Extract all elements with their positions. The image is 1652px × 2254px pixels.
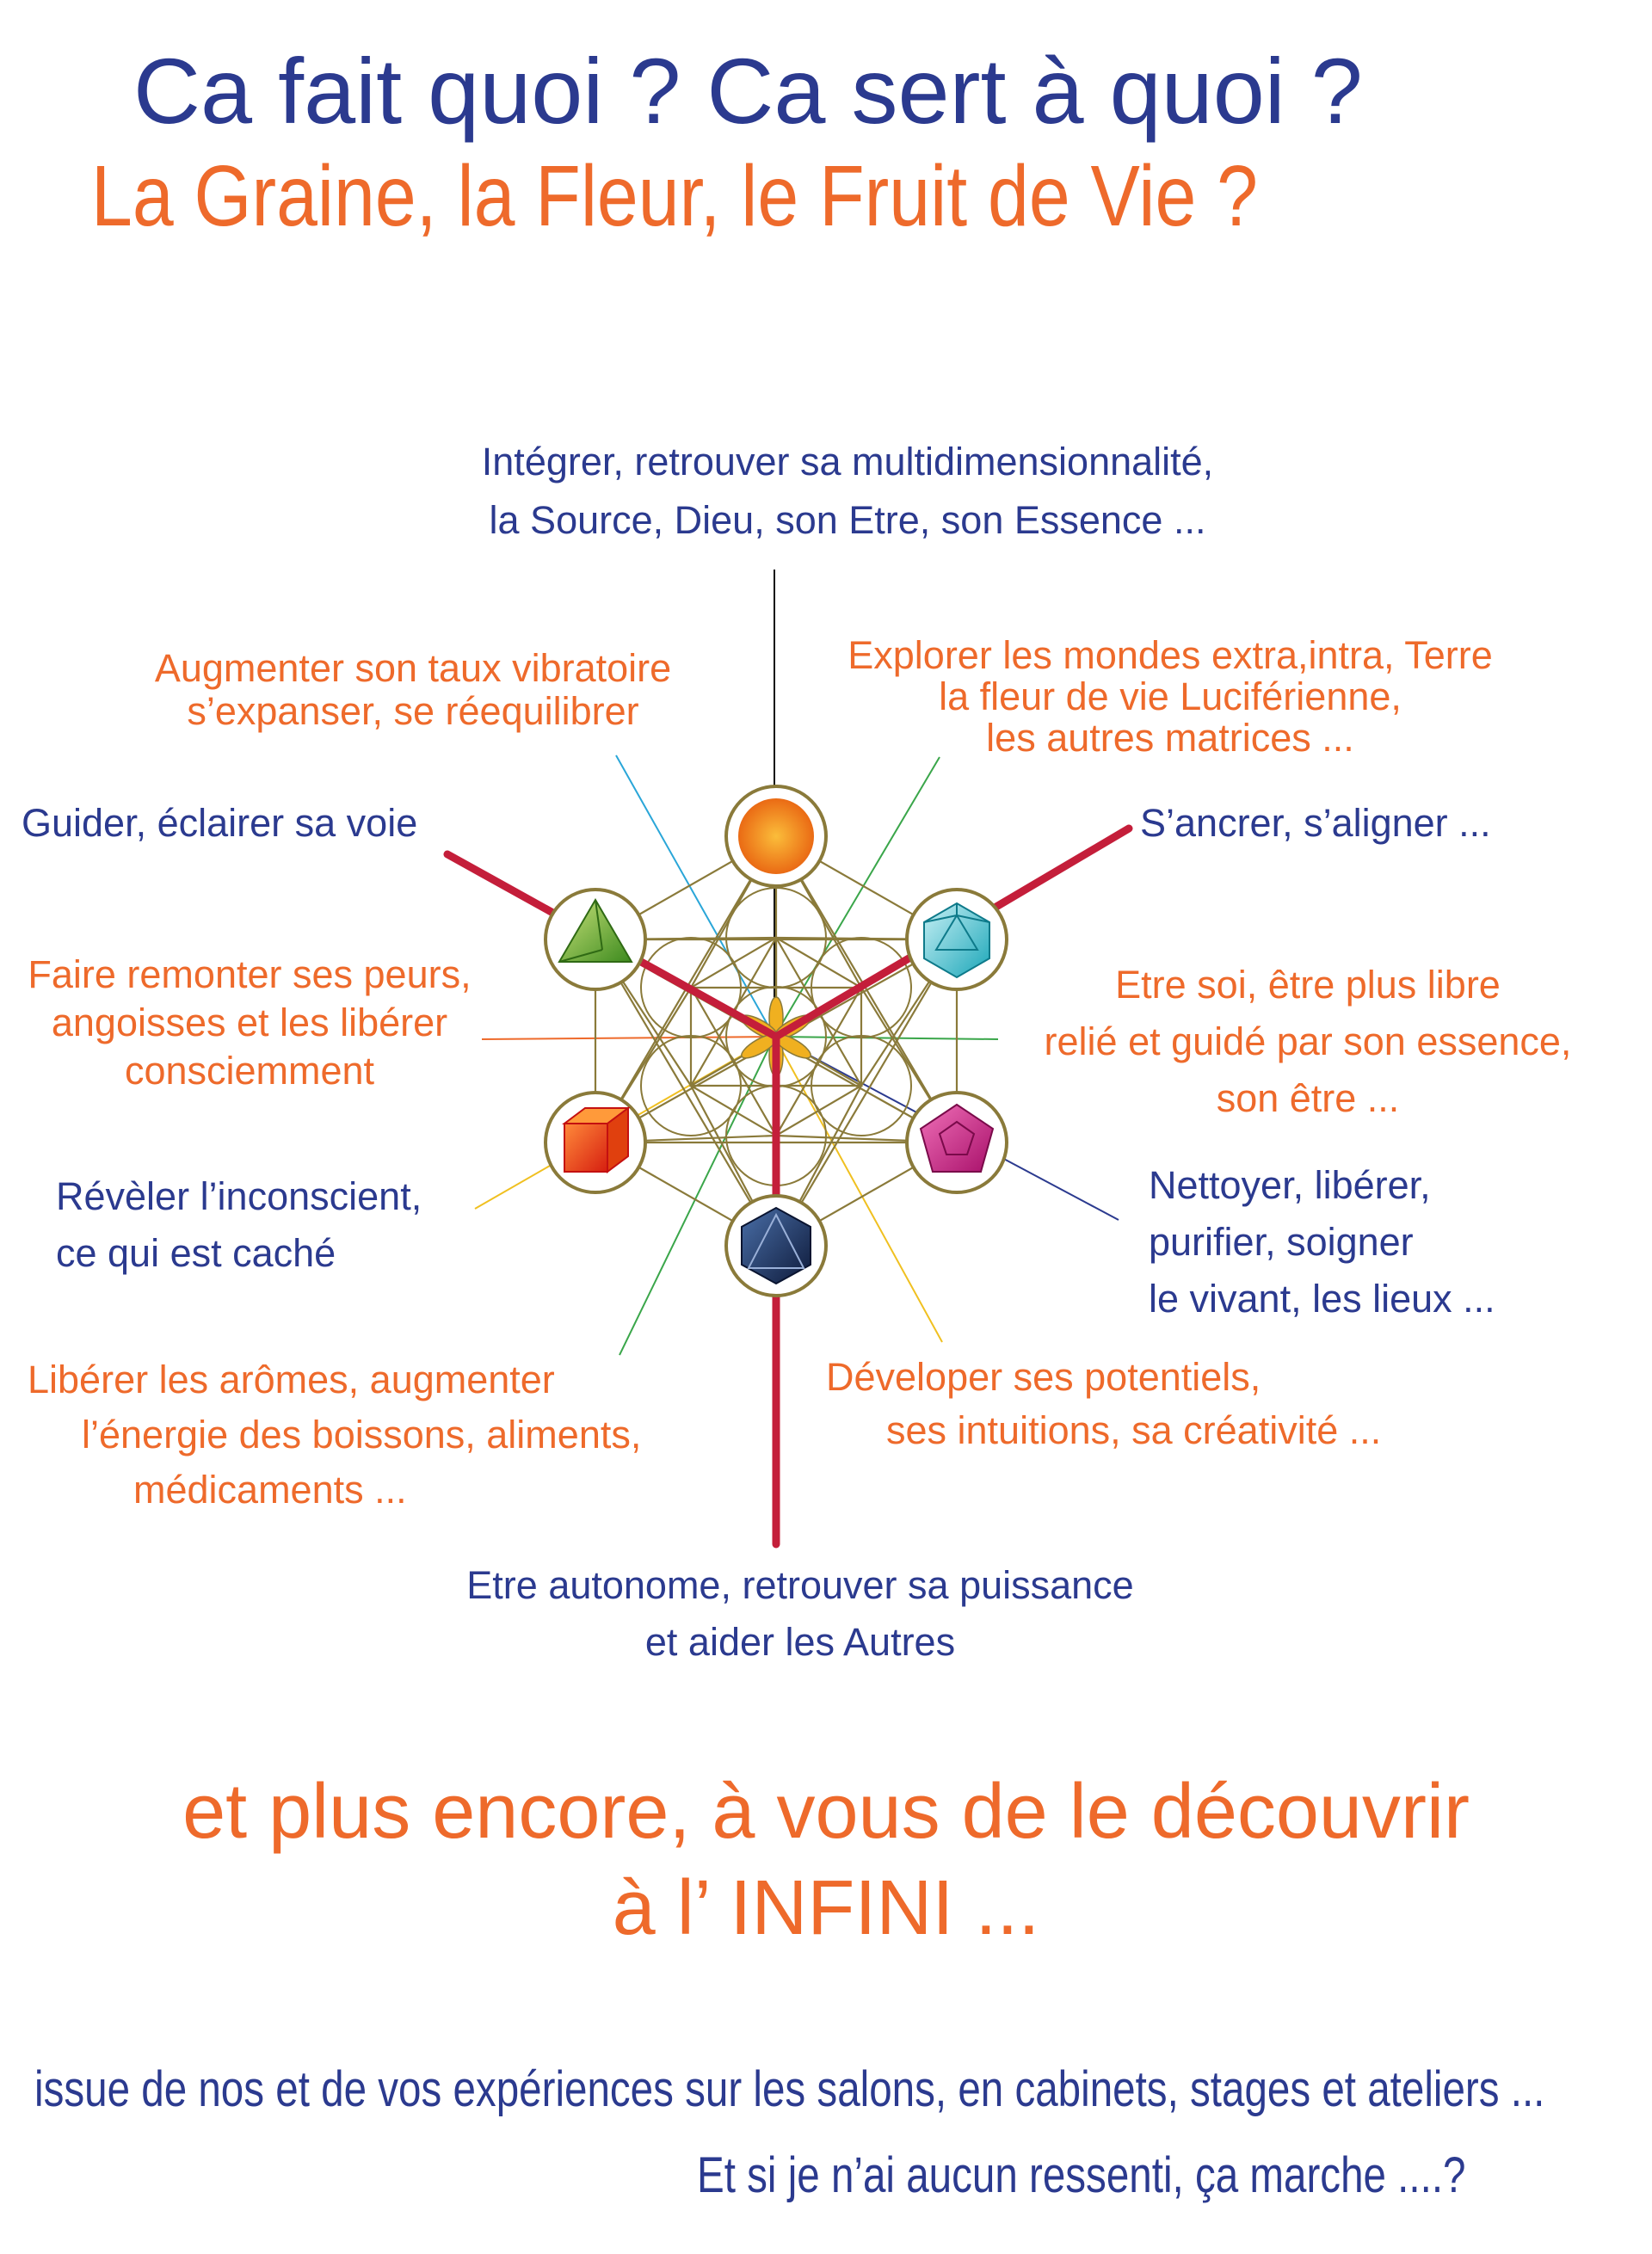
label-upper-right: Explorer les mondes extra,intra, Terre l…: [848, 633, 1493, 760]
footer-line-1: issue de nos et de vos expériences sur l…: [34, 2061, 1545, 2117]
closing-text: et plus encore, à vous de le découvrir à…: [182, 1769, 1470, 1951]
ray-upper-left: [615, 754, 775, 1038]
title-line-2: La Graine, la Fleur, le Fruit de Vie ?: [91, 148, 1259, 244]
ray-lower-right-yellow: [774, 1036, 943, 1343]
label-self: Etre soi, être plus libre relié et guidé…: [1044, 963, 1572, 1120]
label-develop: Déveloper ses potentiels, ses intuitions…: [826, 1355, 1382, 1452]
label-clean: Nettoyer, libérer, purifier, soigner le …: [1149, 1163, 1495, 1321]
label-guide: Guider, éclairer sa voie: [22, 801, 418, 845]
label-top: Intégrer, retrouver sa multidimensionnal…: [481, 440, 1214, 542]
ray-lower-left-green: [619, 1036, 775, 1356]
title-line-1: Ca fait quoi ? Ca sert à quoi ?: [133, 39, 1363, 143]
label-anchor: S’ancrer, s’aligner ...: [1140, 801, 1491, 845]
label-upper-left: Augmenter son taux vibratoire s’expanser…: [154, 646, 672, 733]
label-aromas: Libérer les arômes, augmenter l’énergie …: [28, 1358, 642, 1512]
footer-line-2: Et si je n’ai aucun ressenti, ça marche …: [697, 2147, 1466, 2203]
sphere-orange-icon: [724, 785, 828, 888]
octahedron-icon: [724, 1194, 828, 1297]
label-reveal: Révèler l’inconscient, ce qui est caché: [56, 1174, 422, 1275]
cube-icon: [544, 1091, 647, 1194]
ray-right: [774, 1036, 999, 1040]
ray-upper-right: [774, 756, 940, 1038]
tetrahedron-icon: [544, 888, 647, 991]
dodecahedron-icon: [905, 1091, 1008, 1194]
label-fears: Faire remonter ses peurs, angoisses et l…: [28, 952, 472, 1093]
icosahedron-icon: [905, 888, 1008, 991]
ray-left: [481, 1036, 775, 1040]
label-bottom: Etre autonome, retrouver sa puissance et…: [466, 1563, 1134, 1664]
